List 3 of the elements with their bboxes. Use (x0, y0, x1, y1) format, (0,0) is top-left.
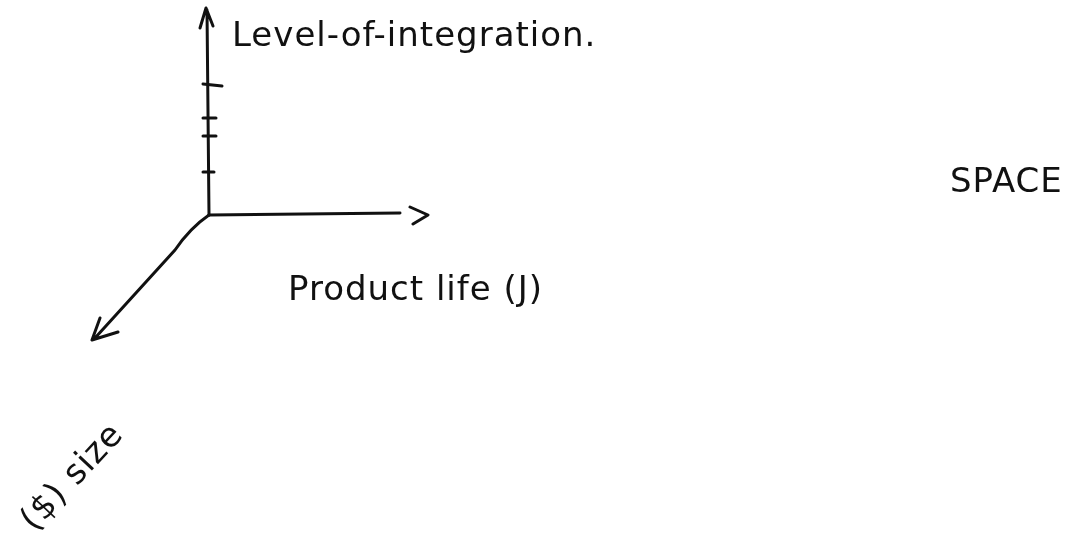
axis-label: Level-of-integration. (232, 14, 597, 54)
axis-label: Product life (J) (288, 268, 544, 308)
axis-label: SPACE (950, 160, 1063, 200)
